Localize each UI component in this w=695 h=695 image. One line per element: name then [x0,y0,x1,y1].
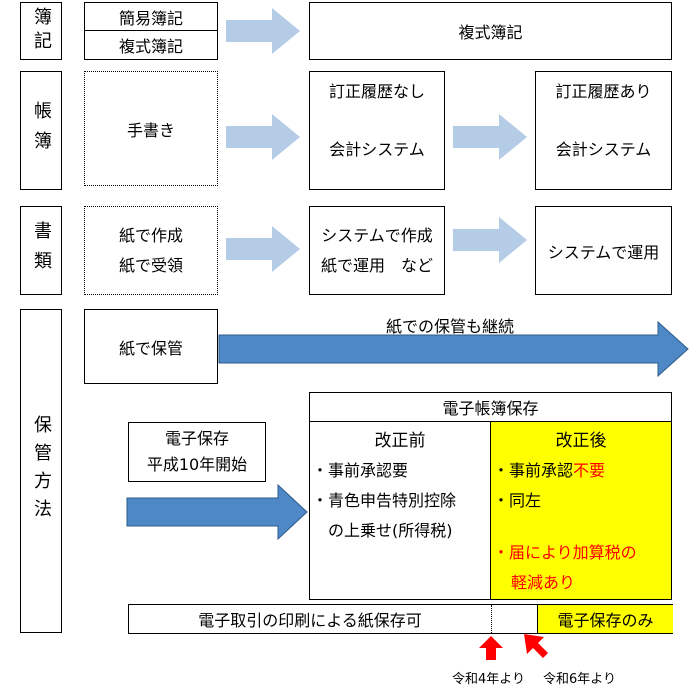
chobo-with-history-title: 訂正履歴あり [555,82,652,101]
print-bar-text: 電子取引の印刷による紙保存可 [198,611,422,630]
boki-double-text: 複式簿記 [118,37,183,56]
boki-result-box: 複式簿記 [309,2,672,60]
shorui-system-create-box: システムで作成 紙で運用 など [309,206,445,295]
row-label-hokan: 保管方法 [20,309,62,633]
shorui-paper-box: 紙で作成 紙で受領 [84,206,218,295]
chobo-arrow-1 [226,114,300,160]
hokan-paper-arrow [218,321,689,377]
row-label-chobo: 帳簿 [20,71,62,190]
row-label-shorui-text: 書類 [31,220,52,281]
ledger-after-item3b: 軽減あり [511,573,576,592]
shorui-arrow-1 [226,226,300,272]
ledger-title-text: 電子帳簿保存 [442,399,539,418]
chobo-no-history-box: 訂正履歴なし 会計システム [309,71,445,190]
ledger-before-item2a: ・青色申告特別控除 [312,491,457,510]
hokan-denshi-line2: 平成10年開始 [146,455,248,474]
hokan-denshi-box: 電子保存 平成10年開始 [128,422,266,482]
r4-label: 令和4年より [452,672,526,687]
r6-label: 令和6年より [543,672,617,687]
boki-simple-box: 簡易簿記 [84,2,218,31]
shorui-system-use-box: システムで運用 [535,206,672,295]
row-label-boki-text: 簿記 [31,7,52,55]
boki-simple-text: 簡易簿記 [118,8,183,28]
boki-arrow [226,8,300,54]
shorui-system-line1: システムで作成 [321,225,433,245]
chobo-no-history-title: 訂正履歴なし [328,82,425,101]
ledger-before-item2b: の上乗せ(所得税) [328,521,453,540]
chobo-handwritten-box: 手書き [84,71,218,186]
hokan-denshi-line1: 電子保存 [164,429,229,448]
hokan-paper-text: 紙で保管 [118,338,183,358]
ledger-before-item1: ・事前承認要 [312,461,409,480]
hokan-denshi-arrow [126,484,308,540]
print-bar: 電子取引の印刷による紙保存可 電子保存のみ [128,604,673,634]
hokan-paper-box: 紙で保管 [84,309,218,384]
print-bar-divider [491,605,492,633]
shorui-arrow-2 [453,217,527,263]
chobo-arrow-2 [453,114,527,160]
row-label-shorui: 書類 [20,206,62,295]
ledger-title-cell: 電子帳簿保存 [309,392,672,422]
chobo-with-history-body: 会計システム [555,140,652,159]
ledger-after-item2: ・同左 [493,491,542,510]
boki-double-box: 複式簿記 [84,30,218,60]
ledger-after-title: 改正後 [555,431,607,451]
ledger-before-cell: 改正前 ・事前承認要 ・青色申告特別控除 の上乗せ(所得税) [309,421,491,600]
chobo-no-history-body: 会計システム [329,140,425,159]
ledger-after-item1-red: 不要 [573,461,606,480]
row-label-boki: 簿記 [20,2,62,60]
shorui-system-use-text: システムで運用 [547,242,660,262]
denshi-only-cell: 電子保存のみ [537,605,673,633]
ledger-after-item3a: ・届により加算税の [493,543,637,562]
denshi-only-text: 電子保存のみ [557,611,654,630]
ledger-after-item1: ・事前承認不要 [493,457,671,481]
ledger-before-title: 改正前 [374,431,426,451]
hokan-paper-arrow-label: 紙での保管も継続 [385,317,514,336]
r4-red-arrow [479,636,503,660]
row-label-hokan-text: 保管方法 [31,415,52,527]
boki-result-text: 複式簿記 [458,23,523,42]
r6-red-arrow [524,634,548,658]
chobo-handwritten-text: 手書き [126,120,175,140]
ledger-after-cell: 改正後 ・事前承認不要 ・同左 ・届により加算税の 軽減あり [490,421,672,600]
row-label-chobo-text: 帳簿 [31,100,52,161]
shorui-paper-line1: 紙で作成 [118,225,183,245]
shorui-paper-line2: 紙で受領 [118,255,183,275]
ledger-after-item1-prefix: ・事前承認 [493,461,574,480]
shorui-system-line2: 紙で運用 など [320,255,433,275]
chobo-with-history-box: 訂正履歴あり 会計システム [535,71,672,190]
